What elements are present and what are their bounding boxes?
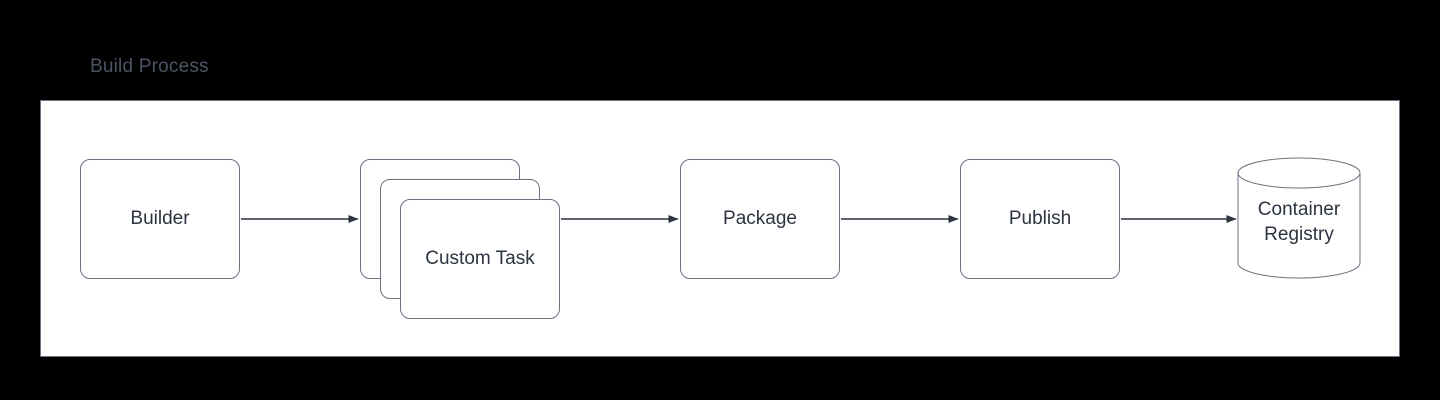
node-package[interactable]: Package	[680, 159, 840, 279]
node-container-registry-label-line1: Container	[1257, 199, 1341, 220]
node-package-label: Package	[723, 208, 797, 230]
node-container-registry[interactable]: Container Registry	[1238, 158, 1360, 278]
node-custom-task-front-label: Custom Task	[425, 248, 535, 269]
node-custom-task-front[interactable]: Custom Task	[400, 199, 560, 319]
node-builder-label: Builder	[130, 208, 190, 230]
node-publish[interactable]: Publish	[960, 159, 1120, 279]
group-title: Build Process	[90, 56, 209, 77]
node-container-registry-label-line2: Registry	[1264, 223, 1334, 245]
node-builder[interactable]: Builder	[80, 159, 240, 279]
node-publish-label: Publish	[1008, 208, 1072, 230]
node-container-registry-label: Container Registry	[1238, 198, 1360, 247]
node-custom-task-stack[interactable]: Custom Task Custom Task Custom Task	[360, 159, 560, 319]
